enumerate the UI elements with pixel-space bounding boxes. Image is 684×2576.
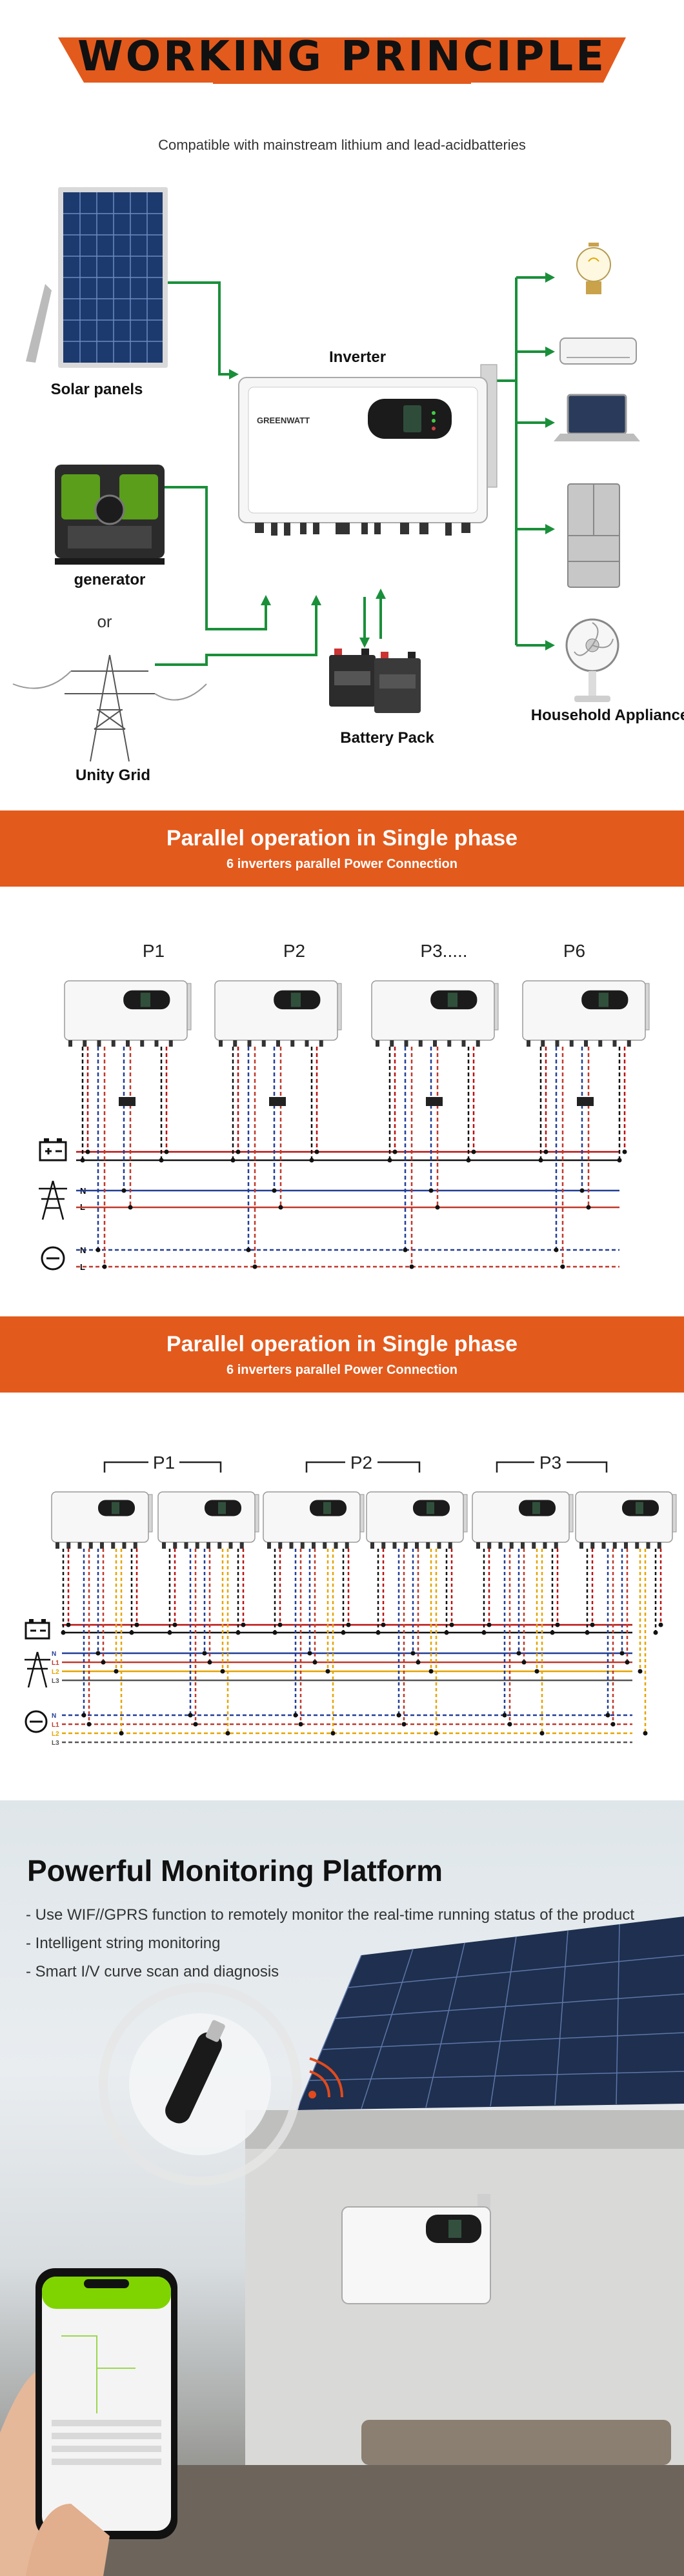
parallel-title-2: Parallel operation in Single phase — [166, 1332, 518, 1356]
grid-symbol-icon-2 — [25, 1651, 50, 1688]
compatibility-subtitle: Compatible with mainstream lithium and l… — [158, 137, 526, 153]
parallel-single-phase-banner-1: Parallel operation in Single phase 6 inv… — [0, 810, 684, 887]
bus-label: L1 — [52, 1660, 59, 1667]
refrigerator-icon — [567, 483, 620, 588]
parallel-title-1: Parallel operation in Single phase — [166, 826, 518, 850]
parallel-subtitle-2: 6 inverters parallel Power Connection — [226, 1363, 458, 1377]
bus-label: L2 — [52, 1731, 59, 1738]
generator-icon — [55, 465, 165, 565]
generator-symbol-icon — [41, 1246, 65, 1271]
signal-arcs-icon — [309, 2057, 343, 2098]
laptop-icon — [554, 394, 640, 441]
battery-symbol-icon-2 — [25, 1619, 50, 1640]
inverter-unit-6 — [575, 1491, 677, 1549]
inverter-unit-1 — [51, 1491, 153, 1549]
arrowheads — [229, 272, 555, 650]
inverter-unit-3 — [263, 1491, 365, 1549]
group-label-p3: P3 — [539, 1453, 561, 1473]
inverter-unit-4 — [366, 1491, 468, 1549]
bus-label: L3 — [52, 1678, 59, 1685]
generator-line — [155, 486, 267, 630]
working-principle-diagram: GREENWATT — [12, 37, 640, 762]
grid-symbol-icon — [39, 1180, 67, 1220]
monitoring-title: Powerful Monitoring Platform — [27, 1854, 443, 1887]
generator-symbol-icon-2 — [25, 1710, 48, 1733]
battery-pack-icon — [329, 649, 421, 713]
solar-to-inverter-line — [166, 281, 229, 376]
connection-lines — [155, 276, 545, 666]
feature-item: - Use WIF//GPRS function to remotely mon… — [26, 1906, 635, 1924]
inverter-row — [64, 980, 650, 1047]
inverter-unit-2 — [157, 1491, 259, 1549]
or-label: or — [97, 612, 112, 631]
inverter-row-2 — [51, 1491, 677, 1549]
feature-item: - Smart I/V curve scan and diagnosis — [26, 1963, 279, 1980]
light-bulb-icon — [576, 243, 611, 294]
title-banner-underline — [213, 80, 471, 84]
grid-line — [155, 603, 317, 666]
rooftop-solar-panels — [296, 1917, 684, 2111]
solar-panels-label: Solar panels — [50, 381, 143, 398]
feature-item: - Intelligent string monitoring — [26, 1935, 221, 1952]
inverter-unit-4 — [522, 980, 650, 1047]
air-conditioner-icon — [559, 337, 637, 365]
inverter-unit-2 — [214, 980, 342, 1047]
battery-symbol-icon — [39, 1138, 67, 1162]
unit-label-p1: P1 — [142, 941, 165, 961]
group-label-p1: P1 — [153, 1453, 175, 1473]
wifi-dongle-icon — [99, 1983, 301, 2186]
monitoring-platform-section: Powerful Monitoring Platform - Use WIF//… — [0, 1800, 684, 2576]
unit-label-p2: P2 — [283, 941, 306, 961]
single-phase-wiring-diagram: N L N L — [39, 980, 650, 1272]
monitoring-feature-list: - Use WIF//GPRS function to remotely mon… — [26, 1902, 634, 1987]
working-principle-section: GREENWATT — [0, 0, 684, 800]
inverter-brand: GREENWATT — [257, 416, 310, 425]
wall-mounted-inverter-icon — [341, 2194, 491, 2304]
inverter-label: Inverter — [329, 348, 387, 366]
unit-label-p3: P3..... — [420, 941, 468, 961]
parallel-single-phase-banner-2: Parallel operation in Single phase 6 inv… — [0, 1316, 684, 1393]
unit-label-p6: P6 — [563, 941, 586, 961]
monitoring-scene — [0, 1917, 684, 2576]
battery-pack-label: Battery Pack — [340, 729, 434, 747]
bus-lines-2 — [61, 1549, 663, 1744]
fan-icon — [565, 618, 619, 702]
inverter-icon: GREENWATT — [238, 364, 498, 536]
bus-label: L3 — [52, 1740, 59, 1747]
page-title: WORKING PRINCIPLE — [77, 33, 607, 81]
solar-panel-icon — [26, 187, 168, 368]
household-appliance-label: Household Appliance — [530, 707, 684, 724]
bus-label: L1 — [52, 1722, 59, 1729]
bus-label: N — [52, 1651, 56, 1658]
bus-label: L2 — [52, 1669, 59, 1676]
bus-label: N — [52, 1713, 56, 1720]
bus-lines — [76, 1047, 627, 1269]
inverter-unit-3 — [371, 980, 499, 1047]
smartphone-icon — [0, 2268, 177, 2576]
inverter-unit-1 — [64, 980, 192, 1047]
title-banner-shape — [58, 37, 626, 83]
parallel-subtitle-1: 6 inverters parallel Power Connection — [226, 857, 458, 871]
generator-label: generator — [74, 571, 146, 589]
group-label-p2: P2 — [350, 1453, 372, 1473]
group-brackets — [103, 1461, 608, 1473]
inverter-unit-5 — [472, 1491, 574, 1549]
grid-tower-icon — [12, 654, 207, 762]
unity-grid-label: Unity Grid — [75, 767, 151, 784]
